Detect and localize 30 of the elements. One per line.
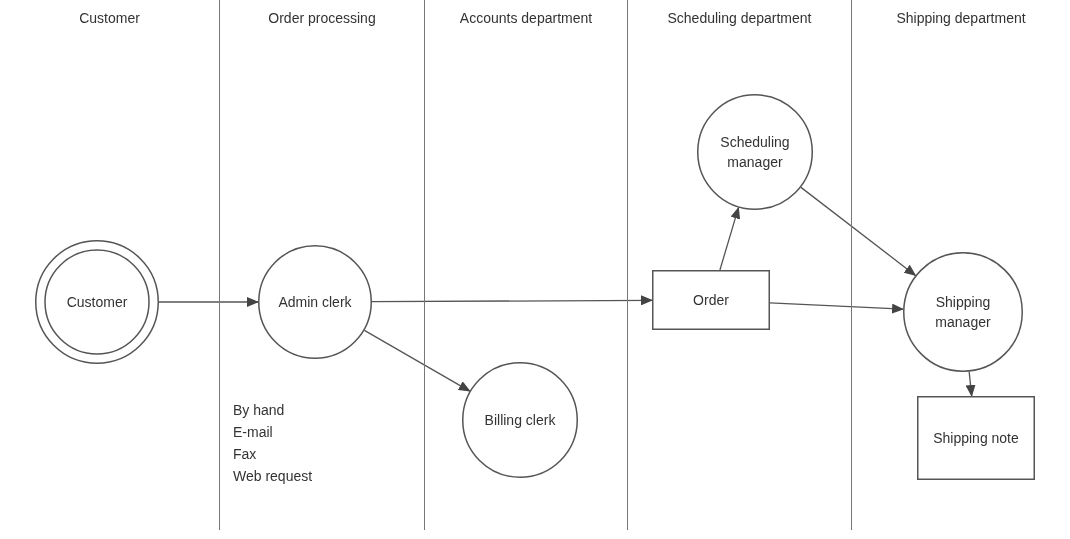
arrow xyxy=(800,186,917,277)
node-label: Order xyxy=(692,291,730,310)
lane-heading: Accounts department xyxy=(458,10,594,26)
lane-heading: Customer xyxy=(78,10,141,26)
arrow xyxy=(363,329,471,392)
process-circle xyxy=(462,362,578,478)
node-label: Shipping manager xyxy=(934,293,992,332)
arrow xyxy=(158,297,259,307)
arrow xyxy=(719,206,741,271)
note-text: Web request xyxy=(233,467,313,486)
node-label: Billing clerk xyxy=(483,411,557,430)
process-box xyxy=(917,396,1035,480)
node-label: Scheduling manager xyxy=(719,133,791,172)
lane-heading: Scheduling department xyxy=(666,10,813,26)
note-text: Fax xyxy=(233,445,257,464)
lane-heading: Shipping department xyxy=(895,10,1027,26)
process-box xyxy=(652,270,770,330)
arrow xyxy=(965,371,976,397)
node-label: Shipping note xyxy=(932,429,1020,448)
node-label: Customer xyxy=(65,293,129,312)
arrow xyxy=(769,302,905,314)
external-entity-circle xyxy=(35,240,159,364)
note-text: E-mail xyxy=(233,423,273,442)
process-circle xyxy=(258,245,372,359)
arrow xyxy=(371,295,653,306)
process-circle xyxy=(903,252,1023,372)
lane-heading: Order processing xyxy=(267,10,377,26)
node-label: Admin clerk xyxy=(277,293,353,312)
process-circle xyxy=(697,94,813,210)
note-text: By hand xyxy=(233,401,285,420)
